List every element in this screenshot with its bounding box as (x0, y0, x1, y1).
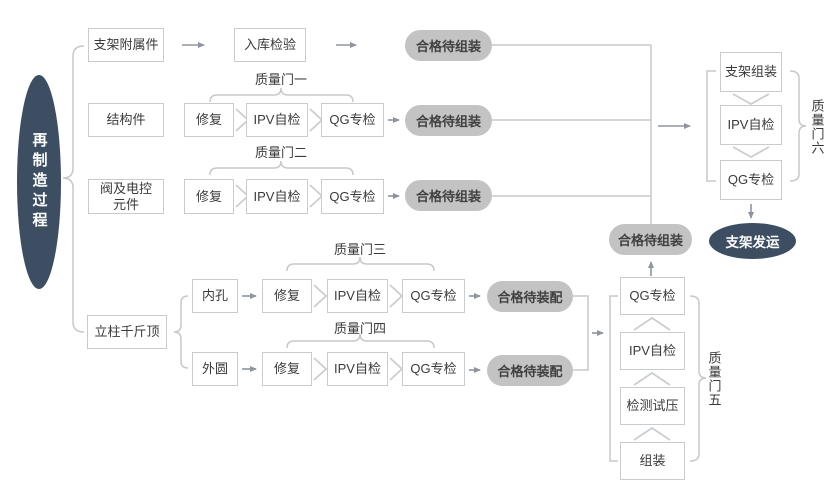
brace-gate-2 (209, 160, 354, 176)
node-repair-bore: 修复 (262, 279, 312, 313)
brace-gate-3 (286, 256, 435, 272)
chevron-right (313, 284, 328, 308)
brace-gate-4 (286, 333, 435, 349)
chevron-right (389, 284, 404, 308)
chevron-down (732, 146, 770, 159)
shipping-ellipse: 支架发运 (709, 223, 796, 259)
result-pill-row1: 合格待组装 (405, 30, 492, 61)
chevron-up (633, 316, 671, 331)
gate-3-label: 质量门三 (333, 242, 386, 257)
node-test-pressure: 检测试压 (620, 387, 685, 425)
gate-5-label: 质量门五 (706, 351, 722, 407)
node-incoming-inspection: 入库检验 (234, 28, 306, 62)
node-ipv-selfcheck-jack: IPV自检 (620, 332, 685, 370)
result-pill-bore: 合格待装配 (487, 281, 573, 312)
node-bracket-assembly: 支架组装 (720, 52, 782, 92)
gate-4-label: 质量门四 (333, 321, 386, 336)
brace-gate-6 (789, 70, 807, 182)
shipping-label: 支架发运 (725, 235, 780, 250)
node-qg-inspection-row2: QG专检 (321, 103, 384, 137)
node-qg-inspection-final: QG专检 (720, 160, 782, 200)
result-pill-row3: 合格待组装 (405, 180, 492, 211)
node-qg-inspection-jack: QG专检 (620, 277, 685, 315)
chevron-down (732, 93, 770, 106)
chevron-up (633, 426, 671, 441)
node-repair-row2: 修复 (184, 103, 234, 137)
node-repair-circle: 修复 (262, 352, 312, 386)
node-structural-parts: 结构件 (88, 103, 164, 137)
node-ipv-selfcheck-row3: IPV自检 (246, 179, 308, 214)
node-column-jack: 立柱千斤顶 (87, 315, 167, 349)
chevron-up (633, 371, 671, 386)
process-root-ellipse: 再制造过程 (17, 75, 61, 289)
gate-1-label: 质量门一 (254, 72, 307, 87)
chevron-right (389, 357, 404, 381)
node-qg-inspection-bore: QG专检 (402, 279, 465, 313)
result-pill-row2: 合格待组装 (405, 105, 492, 136)
node-ipv-selfcheck-final: IPV自检 (720, 105, 782, 145)
node-ipv-selfcheck-circle: IPV自检 (327, 352, 388, 386)
node-ipv-selfcheck-bore: IPV自检 (327, 279, 388, 313)
gate-2-label: 质量门二 (254, 145, 307, 160)
node-inner-bore: 内孔 (192, 279, 238, 313)
chevron-right (313, 357, 328, 381)
bracket-pills (573, 295, 589, 371)
node-qg-inspection-circle: QG专检 (402, 352, 465, 386)
brace-gate-5 (689, 295, 707, 462)
bracket-final-column (706, 70, 716, 182)
result-pill-circle: 合格待装配 (487, 355, 573, 386)
node-bracket-accessories: 支架附属件 (88, 28, 164, 62)
brace-root (62, 45, 85, 333)
node-valve-electric-parts: 阀及电控元件 (88, 179, 164, 214)
node-assembly: 组装 (620, 442, 685, 480)
node-repair-row3: 修复 (184, 179, 234, 214)
process-root-label: 再制造过程 (30, 132, 48, 232)
node-outer-circle: 外圆 (192, 352, 238, 386)
node-ipv-selfcheck-row2: IPV自检 (246, 103, 308, 137)
node-qg-inspection-row3: QG专检 (321, 179, 384, 214)
result-pill-jack: 合格待组装 (609, 224, 692, 255)
brace-jack (173, 295, 189, 369)
bracket-jack-column (609, 295, 618, 462)
brace-gate-1 (209, 87, 354, 103)
gate-6-label: 质量门六 (809, 99, 825, 155)
